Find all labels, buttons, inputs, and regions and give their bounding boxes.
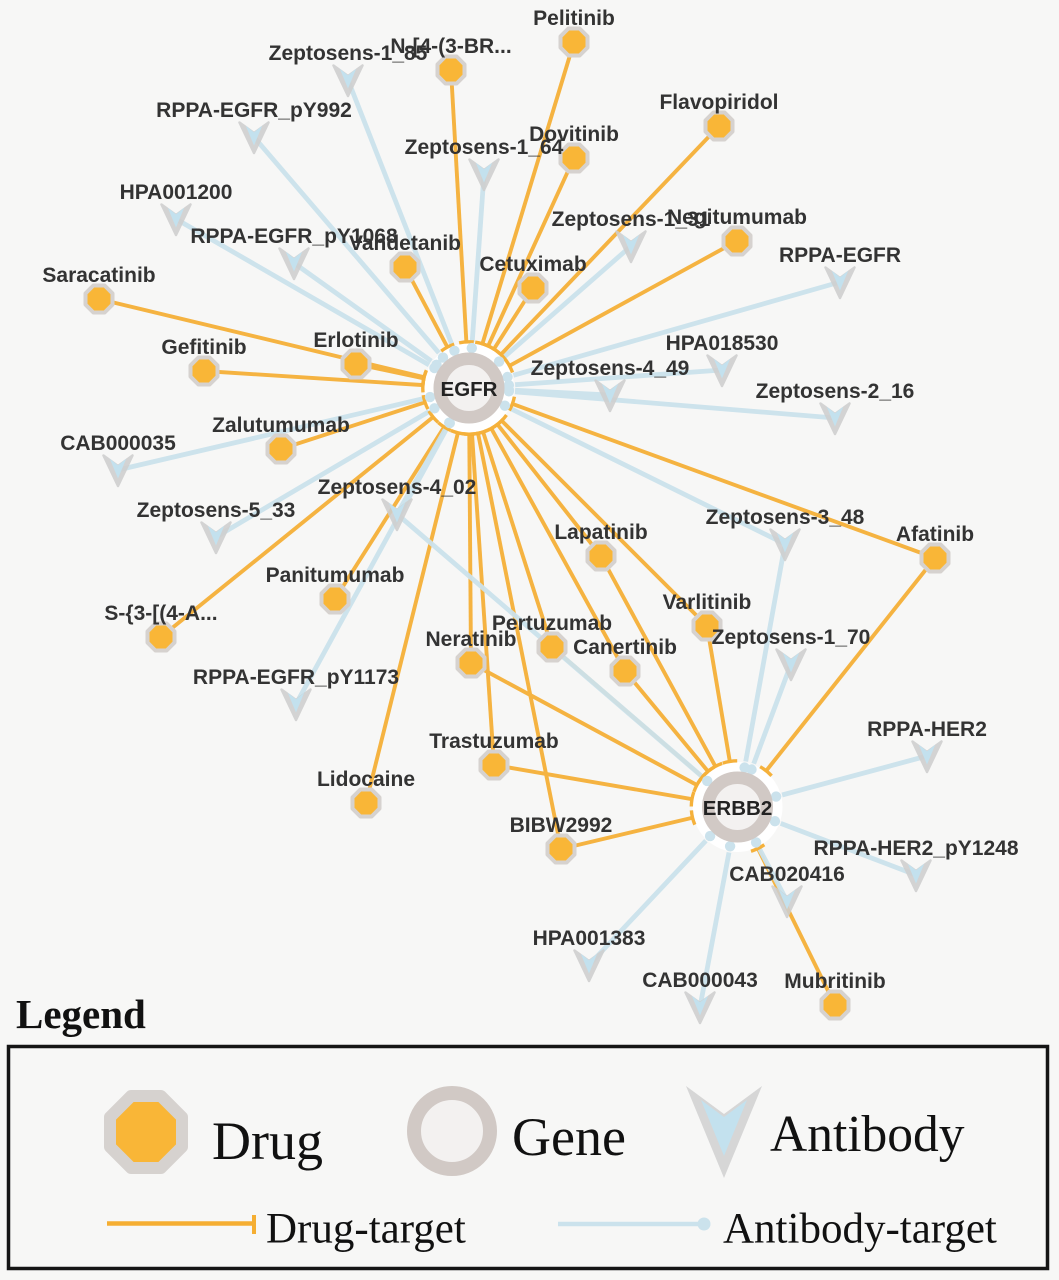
svg-text:Cetuximab: Cetuximab xyxy=(479,253,586,276)
svg-text:ERBB2: ERBB2 xyxy=(703,797,773,820)
svg-text:Lapatinib: Lapatinib xyxy=(554,521,647,544)
svg-text:Drug-target: Drug-target xyxy=(266,1206,466,1253)
svg-text:CAB020416: CAB020416 xyxy=(729,863,845,886)
svg-text:RPPA-HER2: RPPA-HER2 xyxy=(867,718,987,741)
svg-text:Negitumumab: Negitumumab xyxy=(667,206,807,229)
svg-text:Saracatinib: Saracatinib xyxy=(42,264,155,287)
svg-text:HPA001383: HPA001383 xyxy=(533,927,646,950)
svg-text:Lidocaine: Lidocaine xyxy=(317,768,415,791)
svg-text:Canertinib: Canertinib xyxy=(573,636,677,659)
svg-text:Dovitinib: Dovitinib xyxy=(529,123,619,146)
svg-text:Neratinib: Neratinib xyxy=(425,628,516,651)
svg-text:HPA018530: HPA018530 xyxy=(666,332,779,355)
svg-text:Antibody-target: Antibody-target xyxy=(723,1206,997,1253)
svg-text:Zeptosens-4_49: Zeptosens-4_49 xyxy=(531,357,690,380)
svg-text:Zeptosens-1_85: Zeptosens-1_85 xyxy=(269,42,428,65)
svg-text:RPPA-HER2_pY1248: RPPA-HER2_pY1248 xyxy=(813,837,1018,860)
svg-text:RPPA-EGFR_pY1173: RPPA-EGFR_pY1173 xyxy=(193,666,399,689)
svg-text:Drug: Drug xyxy=(212,1111,323,1171)
svg-text:Gene: Gene xyxy=(512,1107,626,1167)
svg-text:Erlotinib: Erlotinib xyxy=(313,329,398,352)
svg-text:RPPA-EGFR_pY992: RPPA-EGFR_pY992 xyxy=(156,99,352,122)
svg-text:RPPA-EGFR_pY1068: RPPA-EGFR_pY1068 xyxy=(190,225,398,248)
svg-text:CAB000043: CAB000043 xyxy=(642,969,758,992)
svg-text:Pelitinib: Pelitinib xyxy=(533,7,615,30)
svg-text:Zalutumumab: Zalutumumab xyxy=(212,414,350,437)
svg-text:HPA001200: HPA001200 xyxy=(120,181,233,204)
svg-text:Panitumumab: Panitumumab xyxy=(266,564,405,587)
svg-text:Afatinib: Afatinib xyxy=(896,523,974,546)
svg-text:Zeptosens-5_33: Zeptosens-5_33 xyxy=(137,499,296,522)
svg-text:Zeptosens-1_64: Zeptosens-1_64 xyxy=(405,136,564,159)
svg-text:RPPA-EGFR: RPPA-EGFR xyxy=(779,244,901,267)
svg-text:Pertuzumab: Pertuzumab xyxy=(492,612,612,635)
svg-text:Antibody: Antibody xyxy=(770,1106,965,1163)
svg-text:Zeptosens-1_70: Zeptosens-1_70 xyxy=(712,626,871,649)
svg-text:Zeptosens-3_48: Zeptosens-3_48 xyxy=(706,506,865,529)
svg-text:Vandetanib: Vandetanib xyxy=(349,232,461,255)
svg-text:Zeptosens-1_31: Zeptosens-1_31 xyxy=(552,208,711,231)
svg-text:Varlitinib: Varlitinib xyxy=(663,591,752,614)
svg-text:Legend: Legend xyxy=(16,991,146,1037)
svg-text:N-[4-(3-BR...: N-[4-(3-BR... xyxy=(390,35,511,58)
svg-text:Zeptosens-2_16: Zeptosens-2_16 xyxy=(756,380,915,403)
svg-text:Trastuzumab: Trastuzumab xyxy=(429,730,559,753)
svg-text:Zeptosens-4_02: Zeptosens-4_02 xyxy=(318,476,477,499)
svg-text:BIBW2992: BIBW2992 xyxy=(510,814,613,837)
svg-text:Mubritinib: Mubritinib xyxy=(784,970,885,993)
svg-text:Gefitinib: Gefitinib xyxy=(161,336,246,359)
svg-text:S-{3-[(4-A...: S-{3-[(4-A... xyxy=(104,602,217,625)
svg-text:Flavopiridol: Flavopiridol xyxy=(659,91,778,114)
svg-text:EGFR: EGFR xyxy=(441,378,498,401)
svg-text:CAB000035: CAB000035 xyxy=(60,432,176,455)
